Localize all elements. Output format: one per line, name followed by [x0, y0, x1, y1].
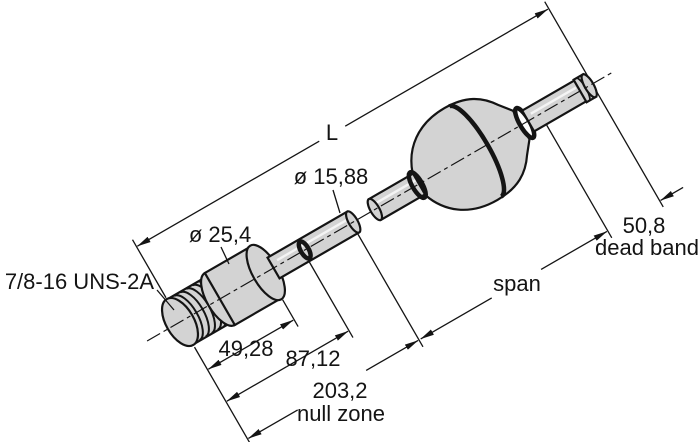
ext-line-tip — [544, 1, 664, 208]
leader-layer — [156, 189, 341, 311]
ext-line-face-down — [193, 346, 253, 442]
dim-line-4928-left — [208, 344, 252, 370]
label-overall-length: L — [326, 120, 338, 145]
label-layer: L ø 15,88 ø 25,4 7/8-16 UNS-2A 49,28 87,… — [5, 120, 699, 426]
ext-line-body-end — [282, 299, 299, 327]
label-dead-band-value: 50,8 — [623, 213, 666, 238]
dim-line-8712-right — [286, 330, 349, 368]
leader-body-diameter — [220, 246, 230, 265]
dim-line-2032-left — [248, 409, 299, 439]
dim-line-span-left — [420, 297, 493, 340]
dim-line-4928-right — [250, 319, 294, 346]
label-dim-ring: 87,12 — [285, 346, 340, 371]
device — [146, 72, 612, 348]
ext-line-deadband-start — [546, 124, 613, 239]
label-body-diameter: ø 25,4 — [189, 222, 251, 247]
label-span: span — [493, 271, 541, 296]
null-ring — [296, 239, 313, 261]
leader-rod-diameter — [332, 189, 341, 214]
rod-left-highlight — [276, 218, 348, 262]
label-dim-null: 203,2 — [312, 378, 367, 403]
label-thread-spec: 7/8-16 UNS-2A — [5, 269, 155, 294]
dim-line-2032-right — [365, 339, 419, 371]
dim-line-L-left — [137, 140, 320, 247]
rod-right-highlight — [530, 86, 577, 115]
dim-line-L-right — [344, 8, 549, 127]
label-dim-insertion: 49,28 — [218, 336, 273, 361]
label-dead-band: dead band — [595, 235, 699, 260]
dimension-layer — [131, 1, 684, 442]
ext-line-face-up — [131, 239, 167, 299]
centerline — [146, 72, 612, 342]
label-null-zone: null zone — [297, 401, 385, 426]
dim-line-deadband — [660, 186, 684, 201]
ext-line-null-end — [357, 233, 424, 348]
ext-line-ring — [308, 261, 354, 338]
leader-thread-spec — [156, 289, 175, 311]
dim-line-8712-left — [226, 366, 287, 402]
dim-line-span-right — [540, 230, 608, 270]
label-rod-diameter: ø 15,88 — [294, 164, 369, 189]
